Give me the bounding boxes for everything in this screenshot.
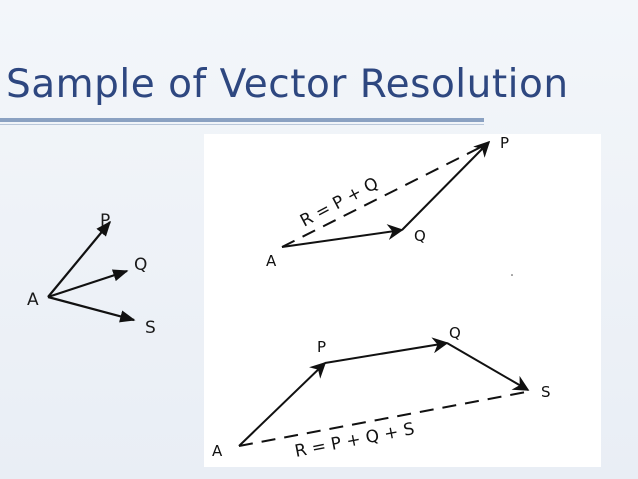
- top-label-q: Q: [414, 227, 426, 245]
- bottom-vector-qs: [446, 342, 530, 391]
- title-rule-thin: [0, 124, 484, 125]
- vector-p-arrow: [47, 220, 111, 298]
- vector-s-arrow: [47, 295, 136, 323]
- top-label-a: A: [266, 252, 277, 270]
- top-resultant-dashed: [281, 143, 488, 248]
- bottom-vector-pq: [324, 337, 449, 364]
- slide-title: Sample of Vector Resolution: [6, 62, 569, 107]
- vector-q-arrow: [47, 269, 129, 299]
- bottom-vector-sketch: A P Q S R = P + Q + S: [212, 324, 551, 462]
- top-vector-qp: [401, 140, 491, 231]
- bottom-resultant-label: R = P + Q + S: [293, 419, 416, 462]
- label-p: P: [100, 211, 110, 231]
- bottom-label-s: S: [541, 383, 551, 401]
- vector-fan-diagram: A P Q S: [20, 200, 180, 345]
- bottom-resultant-dashed: [238, 391, 527, 447]
- scan-speck: [511, 274, 513, 276]
- top-vector-aq: [281, 224, 404, 248]
- bottom-label-p: P: [317, 338, 326, 356]
- bottom-label-a: A: [212, 442, 223, 460]
- title-rule: [0, 118, 484, 122]
- bottom-vector-ap: [238, 361, 327, 447]
- label-s: S: [145, 318, 156, 338]
- bottom-label-q: Q: [449, 324, 461, 342]
- top-vector-sketch: A Q P R = P + Q: [266, 134, 509, 270]
- top-label-p: P: [500, 134, 509, 152]
- label-a: A: [27, 290, 39, 310]
- label-q: Q: [134, 255, 147, 275]
- figure-panel: A Q P R = P + Q A P Q S R = P + Q + S: [204, 134, 601, 467]
